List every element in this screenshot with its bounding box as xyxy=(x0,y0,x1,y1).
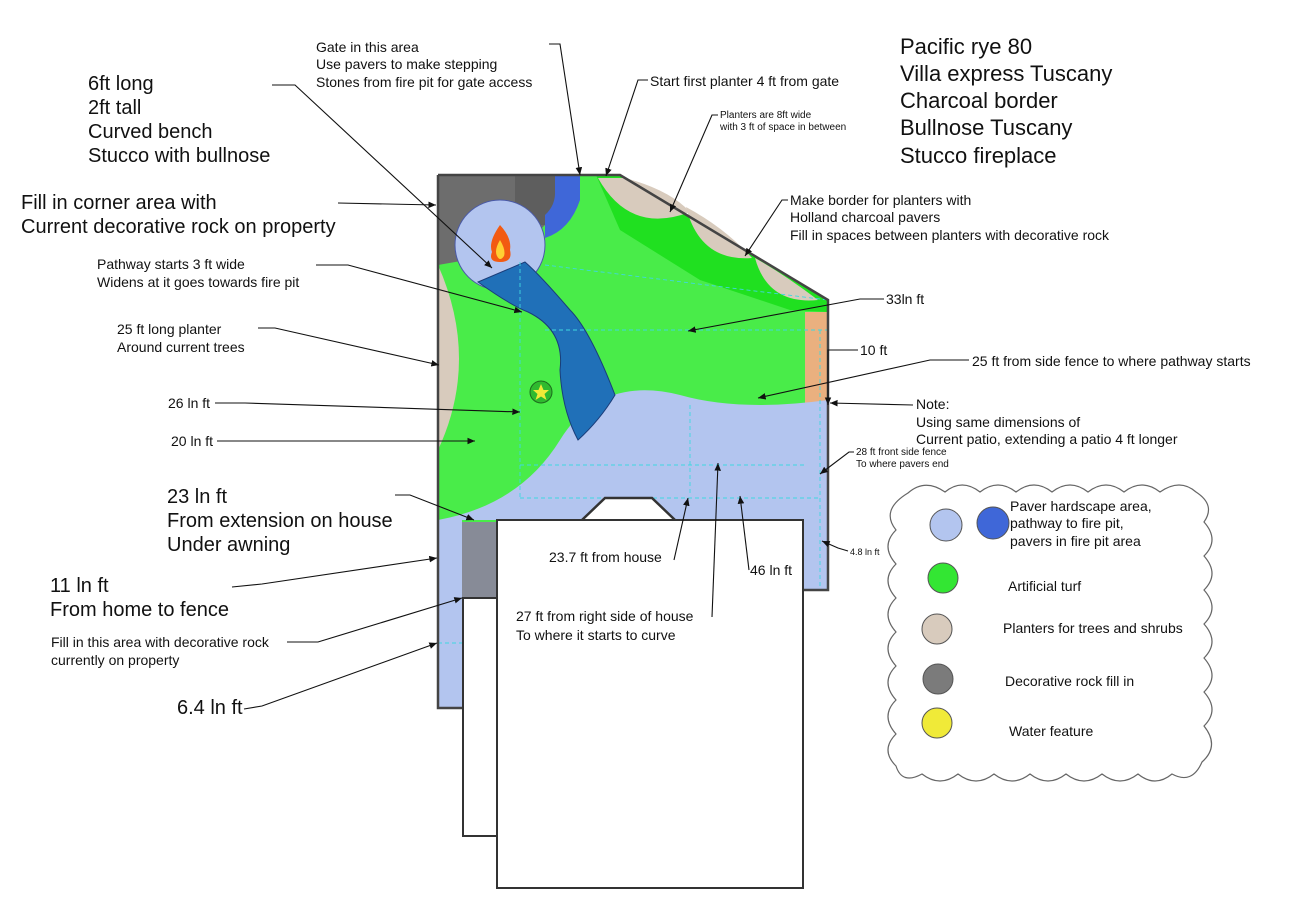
planter-width-note: Planters are 8ft wide with 3 ft of space… xyxy=(719,110,846,133)
front-fence-line: 28 ft front side fence xyxy=(856,447,947,458)
bench-note: 6ft long 2ft tall Curved bench Stucco wi… xyxy=(88,73,270,167)
pathway-note-line: Widens at it goes towards fire pit xyxy=(97,274,299,290)
materials-line: Villa express Tuscany xyxy=(900,61,1112,86)
planter-width-line: with 3 ft of space in between xyxy=(719,122,846,133)
gate-note-line: Gate in this area xyxy=(316,39,419,55)
dim-23: 23 ln ft From extension on house Under a… xyxy=(167,486,393,556)
bench-note-line: Stucco with bullnose xyxy=(88,145,270,167)
fill-rock-line: currently on property xyxy=(51,652,179,668)
legend-label: Planters for trees and shrubs xyxy=(1003,620,1183,636)
gate-note-line: Use pavers to make stepping xyxy=(316,56,497,72)
long-planter-line: 25 ft long planter xyxy=(117,321,222,337)
long-planter-line: Around current trees xyxy=(117,339,245,355)
pathway-note: Pathway starts 3 ft wide Widens at it go… xyxy=(97,256,299,290)
fill-rock-line: Fill in this area with decorative rock xyxy=(51,634,270,650)
legend-label: Paver hardscape area, xyxy=(1010,498,1152,514)
patio-note-line: Using same dimensions of xyxy=(916,414,1080,430)
house-bumpout xyxy=(581,496,676,521)
house-back xyxy=(462,597,500,837)
corner-note: Fill in corner area with Current decorat… xyxy=(21,192,336,238)
planter-1 xyxy=(598,178,690,219)
fire-inner-icon xyxy=(496,240,505,259)
planter-width-line: Planters are 8ft wide xyxy=(720,110,812,121)
bench-note-line: 6ft long xyxy=(88,73,154,95)
dim-4-8: 4.8 ln ft xyxy=(850,547,880,557)
border-note-line: Make border for planters with xyxy=(790,192,971,208)
dim-11: 11 ln ft From home to fence xyxy=(50,575,229,621)
dim-46: 46 ln ft xyxy=(750,562,792,578)
legend-pathway-swatch xyxy=(976,506,1010,540)
materials-line: Charcoal border xyxy=(900,88,1058,113)
materials-line: Stucco fireplace xyxy=(900,143,1057,168)
legend-cloud xyxy=(887,484,1213,782)
front-fence-note: 28 ft front side fence To where pavers e… xyxy=(856,447,949,470)
pathway xyxy=(476,261,616,441)
legend-label: pavers in fire pit area xyxy=(1010,533,1141,549)
corner-note-line: Current decorative rock on property xyxy=(21,216,336,238)
pathway-note-line: Pathway starts 3 ft wide xyxy=(97,256,245,272)
patio-note-line: Current patio, extending a patio 4 ft lo… xyxy=(916,431,1178,447)
legend-rock-swatch xyxy=(922,663,954,695)
dim-23-line: Under awning xyxy=(167,534,290,556)
curve-note: 27 ft from right side of house To where … xyxy=(516,608,694,643)
legend-water-swatch xyxy=(921,707,953,739)
gate-pavers xyxy=(545,175,580,238)
bench-note-line: Curved bench xyxy=(88,121,213,143)
dim-10: 10 ft xyxy=(860,342,887,358)
materials-list: Pacific rye 80 Villa express Tuscany Cha… xyxy=(900,34,1112,168)
dim-26: 26 ln ft xyxy=(168,395,210,411)
dim-6-4: 6.4 ln ft xyxy=(177,697,243,719)
planter-3 xyxy=(755,258,818,301)
legend: Paver hardscape area, pathway to fire pi… xyxy=(887,484,1213,782)
legend-paver-swatch xyxy=(929,508,963,542)
left-rock-strip xyxy=(462,522,498,597)
side-fence-note: 25 ft from side fence to where pathway s… xyxy=(972,353,1251,369)
gate-note-line: Stones from fire pit for gate access xyxy=(316,74,532,90)
materials-line: Pacific rye 80 xyxy=(900,34,1032,59)
curve-note-line: To where it starts to curve xyxy=(516,627,676,643)
border-note: Make border for planters with Holland ch… xyxy=(790,192,1110,243)
legend-label: Decorative rock fill in xyxy=(1005,673,1134,689)
dim-11-line: From home to fence xyxy=(50,599,229,621)
patio-note-line: Note: xyxy=(916,396,949,412)
legend-planter-swatch xyxy=(921,613,953,645)
patio-note: Note: Using same dimensions of Current p… xyxy=(916,396,1178,447)
yard-outline xyxy=(436,173,830,710)
curve-note-line: 27 ft from right side of house xyxy=(516,608,694,624)
front-fence-line: To where pavers end xyxy=(856,459,949,470)
legend-label: Water feature xyxy=(1009,723,1094,739)
fence-strip xyxy=(805,312,828,407)
dim-23-line: 23 ln ft xyxy=(167,486,227,508)
gate-note: Gate in this area Use pavers to make ste… xyxy=(316,39,532,90)
dim-23-line: From extension on house xyxy=(167,510,393,532)
long-planter xyxy=(438,265,459,450)
house xyxy=(496,519,804,889)
first-planter-note: Start first planter 4 ft from gate xyxy=(650,73,839,89)
materials-line: Bullnose Tuscany xyxy=(900,115,1072,140)
corner-note-line: Fill in corner area with xyxy=(21,192,217,214)
fill-rock-note: Fill in this area with decorative rock c… xyxy=(51,634,270,668)
legend-turf-swatch xyxy=(927,562,959,594)
legend-label: Artificial turf xyxy=(1008,578,1081,594)
border-note-line: Fill in spaces between planters with dec… xyxy=(790,227,1110,243)
star-icon xyxy=(533,384,549,400)
dim-11-line: 11 ln ft xyxy=(50,575,109,597)
dim-33: 33ln ft xyxy=(886,291,924,307)
legend-label: pathway to fire pit, xyxy=(1010,515,1124,531)
dim-23-7: 23.7 ft from house xyxy=(549,549,662,565)
bench-note-line: 2ft tall xyxy=(88,97,141,119)
long-planter-note: 25 ft long planter Around current trees xyxy=(117,321,245,355)
border-note-line: Holland charcoal pavers xyxy=(790,209,940,225)
dim-20: 20 ln ft xyxy=(171,433,213,449)
